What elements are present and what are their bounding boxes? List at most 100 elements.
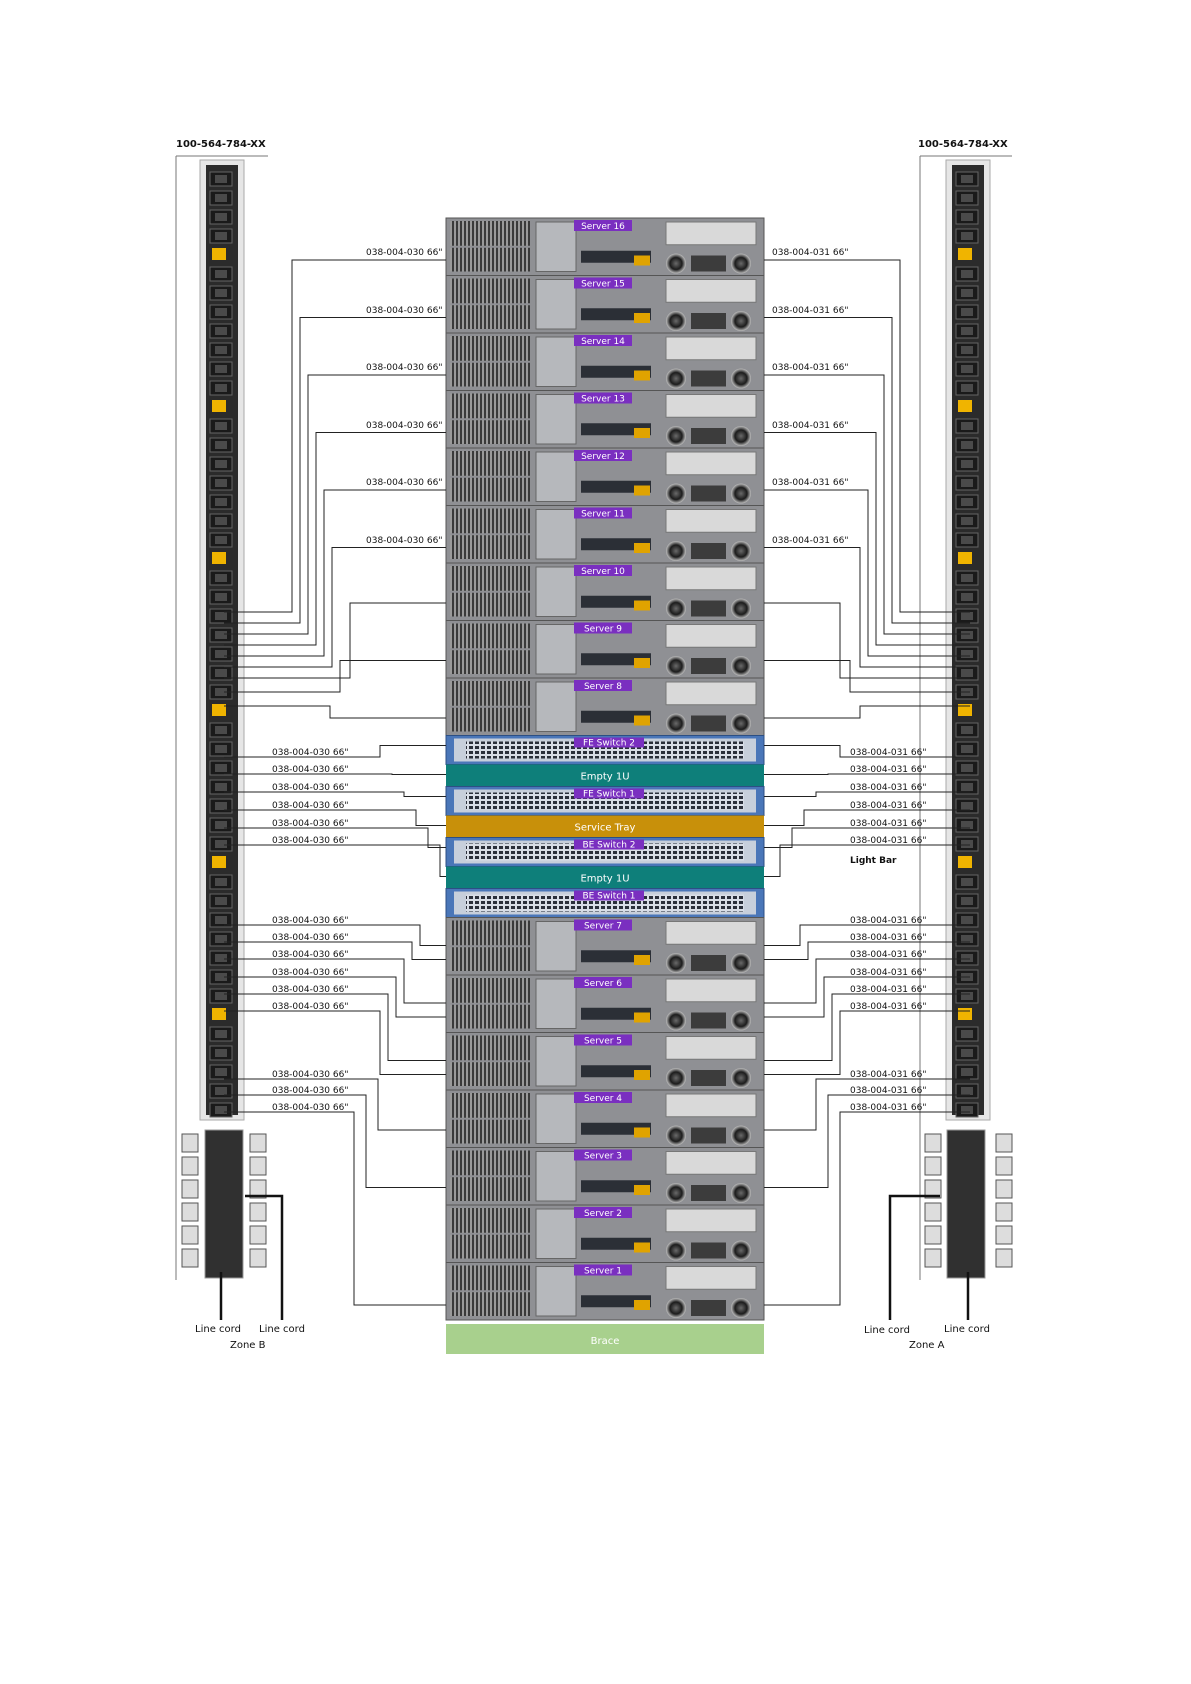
cable-line: [224, 602, 446, 679]
cable-line: [224, 791, 446, 797]
server-label: Server 8: [584, 682, 622, 692]
line-cord-label-a2: Line cord: [944, 1324, 990, 1335]
rack-unit-server: Server 10: [445, 562, 765, 621]
server-label-bg: [574, 392, 632, 404]
cable-label-right: 038-004-031 66": [850, 748, 927, 758]
cable-line: [764, 705, 970, 719]
cable-label-right: 038-004-031 66": [850, 783, 927, 793]
rack-unit-server: Server 4: [445, 1089, 765, 1148]
cable-label-right: 038-004-031 66": [772, 420, 849, 431]
server-label: Server 15: [581, 280, 625, 290]
rack-unit-switch: BE Switch 2: [445, 837, 765, 867]
server-label: Server 7: [584, 922, 622, 932]
cable-line: [224, 1078, 446, 1131]
cable-label-left: 038-004-030 66": [272, 783, 349, 793]
server-label: Server 13: [581, 395, 625, 405]
server-label-bg: [574, 220, 632, 231]
cable-label-right: 038-004-031 66": [850, 1002, 927, 1012]
rack-unit-server: Server 2: [445, 1204, 765, 1263]
pdu-left: [175, 155, 268, 1280]
cable-label-left: 038-004-030 66": [272, 836, 349, 846]
cable-label-right: 038-004-031 66": [850, 765, 927, 775]
brace-label: Brace: [591, 1336, 620, 1347]
zone-b-label: Zone B: [230, 1340, 266, 1351]
cable-line: [764, 432, 970, 646]
server-label: Server 10: [581, 567, 625, 577]
rack-unit-server: Server 1: [445, 1262, 765, 1321]
cable-line: [224, 844, 446, 877]
cable-label-left: 038-004-030 66": [366, 535, 443, 546]
cable-label-left: 038-004-030 66": [272, 1103, 349, 1113]
cable-line: [224, 773, 446, 775]
cable-label-right: 038-004-031 66": [772, 535, 849, 546]
rack-unit-empty: Empty 1U: [446, 866, 764, 889]
rack-unit-server: Server 14: [445, 332, 765, 391]
server-label-bg: [574, 977, 632, 988]
empty-label: Empty 1U: [580, 874, 629, 885]
switch-label: BE Switch 1: [582, 892, 635, 902]
cable-line: [224, 958, 446, 1004]
pdu-right: [919, 155, 1013, 1280]
server-label-bg: [574, 277, 632, 289]
cable-label-left: 038-004-030 66": [272, 933, 349, 943]
rack-unit-server: Server 8: [445, 677, 765, 736]
cable-label-right: 038-004-031 66": [850, 836, 927, 846]
server-label: Server 16: [581, 222, 625, 232]
switch-label: BE Switch 2: [582, 841, 635, 851]
server-label-bg: [574, 335, 632, 346]
line-cords: [219, 1194, 970, 1320]
cable-label-left: 038-004-030 66": [272, 765, 349, 775]
server-label-bg: [574, 680, 632, 691]
rack-unit-server: Server 16: [445, 217, 765, 276]
power-cables: [224, 259, 970, 1306]
cable-label-right: 038-004-031 66": [850, 916, 927, 926]
cable-line: [764, 317, 970, 624]
cable-line: [224, 809, 446, 826]
server-label-bg: [574, 919, 632, 931]
cable-label-right: 038-004-031 66": [850, 1103, 927, 1113]
cable-label-left: 038-004-030 66": [272, 985, 349, 995]
pdu-right-part-number: 100-564-784-XX: [918, 139, 1008, 150]
cable-label-left: 038-004-030 66": [366, 363, 443, 373]
rack-unit-server: Server 11: [445, 505, 765, 564]
cable-label-left: 038-004-030 66": [272, 1070, 349, 1080]
cable-label-right: 038-004-031 66": [850, 985, 927, 995]
cable-label-left: 038-004-030 66": [272, 1086, 349, 1096]
cable-label-right: 038-004-031 66": [850, 1070, 927, 1080]
cable-label-right: 038-004-031 66": [772, 248, 849, 258]
cable-line: [224, 705, 446, 719]
cable-line: [224, 1094, 446, 1188]
cable-label-right: 038-004-031 66": [850, 819, 927, 829]
cable-line: [224, 976, 446, 1018]
switch-label: FE Switch 1: [583, 790, 635, 800]
rack-unit-server: Server 13: [445, 390, 765, 449]
cable-label-left: 038-004-030 66": [272, 801, 349, 811]
cable-line: [224, 432, 446, 646]
server-label-bg: [574, 1092, 632, 1103]
cable-label-right: 038-004-031 66": [850, 1086, 927, 1096]
brace: [446, 1324, 764, 1354]
cable-label-left: 038-004-030 66": [272, 968, 349, 978]
server-label-bg: [574, 1149, 632, 1161]
cable-line: [764, 844, 970, 877]
cable-label-left: 038-004-030 66": [272, 916, 349, 926]
rack: Server 16 Server 15 Server 14 Server 13 Serv…: [445, 217, 765, 1354]
cable-line: [224, 547, 446, 668]
zone-a-label: Zone A: [909, 1340, 945, 1351]
rack-unit-switch: FE Switch 1: [445, 786, 765, 816]
server-label-bg: [574, 507, 632, 519]
cable-line: [224, 259, 446, 613]
cable-line: [224, 827, 446, 848]
cable-line: [764, 1078, 970, 1131]
cable-line: [224, 941, 446, 960]
cable-label-left: 038-004-030 66": [366, 420, 443, 431]
rack-unit-server: Server 12: [445, 447, 765, 506]
cable-line: [224, 374, 446, 635]
cable-label-right: 038-004-031 66": [850, 950, 927, 960]
cable-label-left: 038-004-030 66": [272, 748, 349, 758]
cable-label-left: 038-004-030 66": [272, 1002, 349, 1012]
tray-label: Service Tray: [575, 823, 636, 834]
server-label: Server 4: [584, 1094, 622, 1104]
line-cord-label-b1: Line cord: [195, 1324, 241, 1335]
cable-line: [764, 602, 970, 679]
